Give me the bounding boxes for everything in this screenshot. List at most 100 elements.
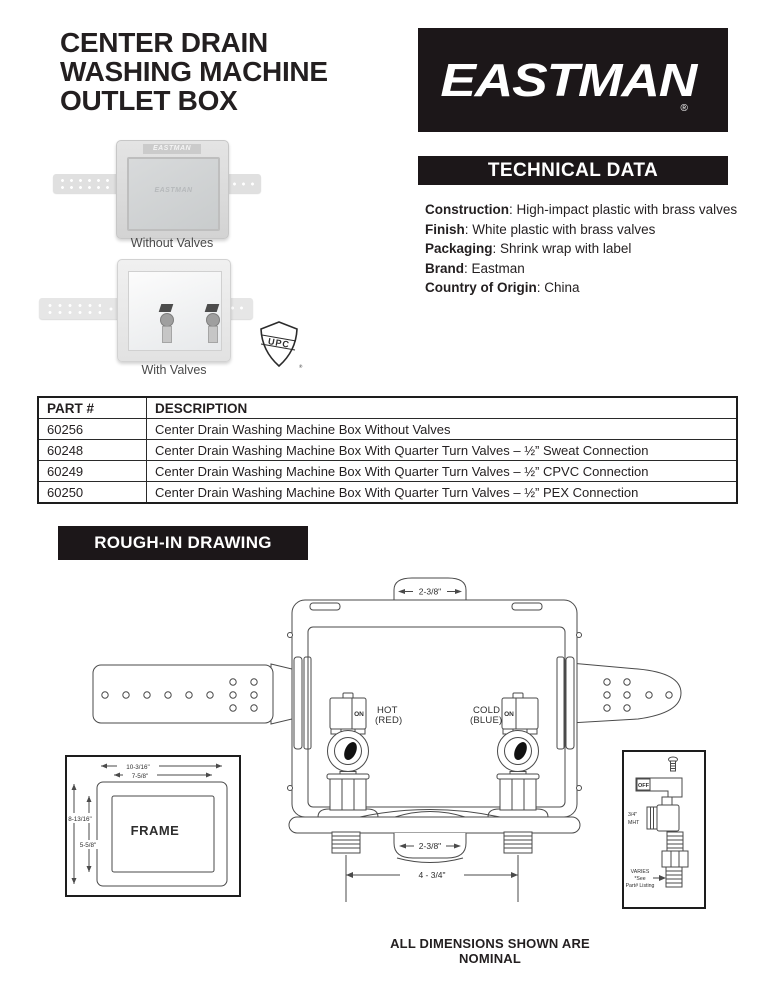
hot-valve-drawing [326,692,370,854]
spec-label: Packaging [425,241,493,256]
cold-label-color: (BLUE) [470,715,502,726]
valve-exploded-detail: OFF 3/4" MHT VARIES *See Part# Listing [622,750,706,909]
photo-hot-valve [158,304,174,344]
eastman-logo: EASTMAN ® [418,28,728,132]
hot-valve-on-label: ON [354,711,364,718]
spec-label: Brand [425,260,465,276]
part-description: Center Drain Washing Machine Box With Qu… [146,481,738,504]
page-title: CENTER DRAIN WASHING MACHINE OUTLET BOX [60,28,420,115]
valve-stem [162,326,172,343]
valve-stem [208,326,218,343]
page-title-line1: CENTER DRAIN [60,27,268,58]
part-number: 60249 [37,460,147,482]
registered-trademark-symbol: ® [680,103,688,114]
outlet-box-photo-with-valves [117,259,231,362]
part-description: Center Drain Washing Machine Box With Qu… [146,460,738,482]
spec-label: Finish [425,221,465,237]
valve-off-label: OFF [638,783,650,789]
valve-spacing-dim-label: 4 - 3/4" [418,870,445,880]
upc-certification-icon: UPC ® [260,321,303,369]
hot-label: HOT [377,705,398,716]
spec-label: Construction [425,202,509,217]
spec-value: China [544,280,580,295]
rough-in-drawing: 2-3/8" 2-3/8" 4 - 3/4" ON ON HOT (RED) C… [92,577,682,902]
caption-without-valves: Without Valves [130,236,214,250]
part-number: 60248 [37,439,147,461]
spec-separator: : [536,280,545,295]
part-description: Center Drain Washing Machine Box Without… [146,418,738,440]
bottom-knockout [393,833,467,863]
strap-nail-holes [219,304,247,313]
valve-body [206,313,220,327]
rough-in-drawing-heading: ROUGH-IN DRAWING [58,526,308,560]
upc-label: UPC [267,336,290,350]
upc-registered-mark: ® [299,363,303,369]
spec-row-packaging: Packaging: Shrink wrap with label [425,239,745,259]
valve-handle [158,304,174,312]
varies-part-listing-label: Part# Listing [626,883,655,889]
hot-label-color: (RED) [375,715,402,726]
spec-value: Shrink wrap with label [500,241,632,256]
part-number: 60250 [37,481,147,504]
spec-value: High-impact plastic with brass valves [516,202,738,217]
box-watermark-logo: EASTMAN [154,187,193,194]
spec-list: Construction: High-impact plastic with b… [425,200,745,298]
table-row: 60249 Center Drain Washing Machine Box W… [37,460,738,482]
spec-value: White plastic with brass valves [472,221,656,237]
spec-separator: : [492,241,501,256]
valve-body [160,313,174,327]
parts-table-header-row: PART # DESCRIPTION [37,396,738,419]
box-brand-label: EASTMAN [143,144,201,154]
spec-row-finish: Finish: White plastic with brass valves [425,220,745,240]
strap-nail-holes [230,180,256,188]
thread-size-label: 3/4" [628,812,637,818]
table-row: 60256 Center Drain Washing Machine Box W… [37,418,738,440]
valve-handle [204,304,220,312]
photo-cold-valve [204,304,220,344]
technical-data-heading: TECHNICAL DATA [418,156,728,185]
top-knockout-dim-label: 2-3/8" [419,587,441,597]
eastman-logo-text: EASTMAN [440,54,697,106]
strap-nail-holes [58,177,110,190]
spec-row-country: Country of Origin: China [425,278,745,298]
frame-outer-height-label: 8-13/16" [68,816,92,823]
outlet-box-photo-without-valves: EASTMAN EASTMAN [116,140,229,239]
top-knockout-dimension [398,589,462,594]
page-title-line2: WASHING MACHINE [60,56,328,87]
left-mounting-wing [92,663,293,725]
cold-valve-on-label: ON [504,711,514,718]
part-description: Center Drain Washing Machine Box With Qu… [146,439,738,461]
frame-dimension-detail: 10-3/16" 7-5/8" 8-13/16" 5-5/8" FRAME [65,755,241,897]
spec-row-brand: Brand: Eastman [425,259,745,279]
cold-label: COLD [473,705,500,716]
spec-row-construction: Construction: High-impact plastic with b… [425,200,745,220]
spec-separator: : [464,260,472,276]
frame-outer-width-label: 10-3/16" [126,764,150,771]
col-header-description: DESCRIPTION [146,396,738,419]
valve-spacing-dimension [345,855,519,902]
parts-table: PART # DESCRIPTION 60256 Center Drain Wa… [37,396,738,504]
spec-separator: : [464,221,473,237]
frame-inner-width-label: 7-5/8" [132,773,149,780]
thread-size-label2: MHT [628,820,640,826]
spec-label: Country of Origin [425,280,537,295]
spec-value: Eastman [471,260,525,276]
varies-label: VARIES [631,869,650,875]
caption-with-valves: With Valves [141,363,207,377]
page-title-line3: OUTLET BOX [60,85,238,116]
bottom-knockout-dim-label: 2-3/8" [419,841,441,851]
dimensions-nominal-note: ALL DIMENSIONS SHOWN ARE NOMINAL [390,936,590,966]
right-mounting-wing [569,662,682,724]
bottom-knockout-dimension [399,843,461,849]
frame-inner-height-label: 5-5/8" [80,842,97,849]
col-header-part: PART # [37,396,147,419]
strap-nail-holes [45,302,101,315]
cold-valve-drawing [496,692,540,854]
frame-label: FRAME [131,823,180,838]
box-opening: EASTMAN [127,157,220,231]
varies-see-label: *See [634,876,645,882]
part-number: 60256 [37,418,147,440]
spec-separator: : [509,202,517,217]
table-row: 60250 Center Drain Washing Machine Box W… [37,481,738,504]
